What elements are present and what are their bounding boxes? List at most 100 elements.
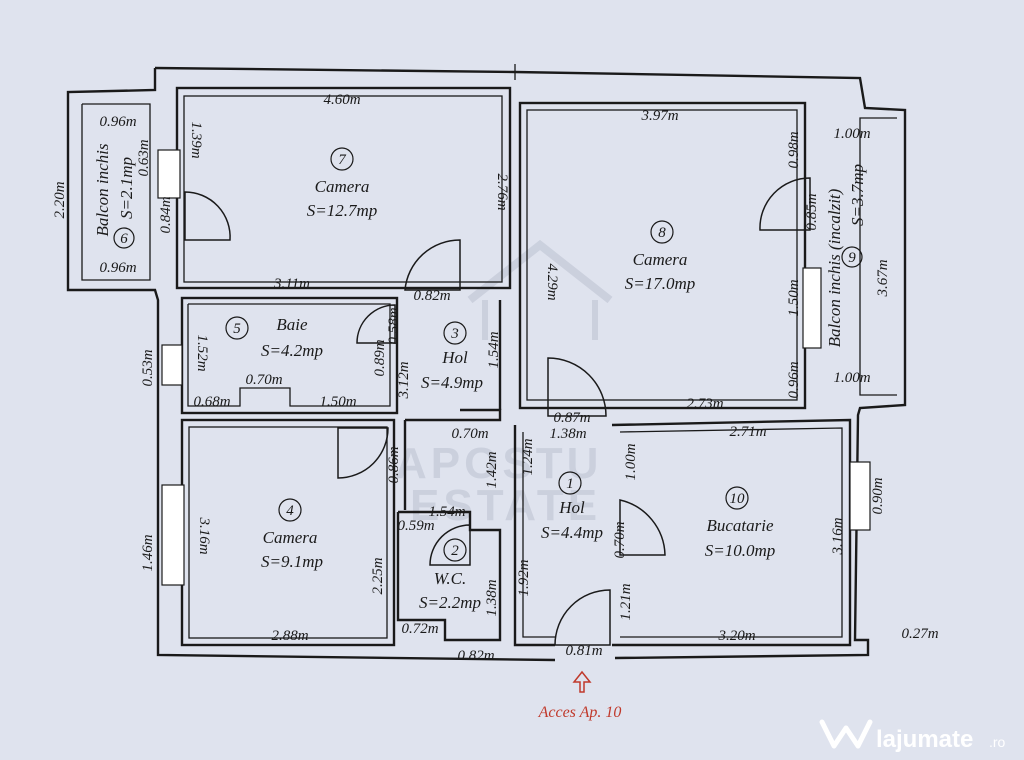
dim-label: 1.39m (188, 121, 204, 158)
room-area: S=12.7mp (307, 201, 378, 220)
room-area: S=2.1mp (117, 157, 136, 219)
dim-label: 0.82m (413, 288, 450, 304)
dim-label: 0.87m (553, 410, 590, 426)
watermark: APOSTU ESTATE (395, 239, 613, 530)
dim-label: 1.54m (486, 331, 502, 368)
dim-label: 3.67m (875, 259, 891, 297)
room-name: Baie (276, 315, 308, 334)
dim-label: 2.25m (370, 557, 386, 594)
dim-label: 0.70m (451, 426, 488, 442)
room-7: 7 Camera S=12.7mp (307, 152, 378, 220)
room-name: Bucatarie (706, 516, 773, 535)
room-area: S=10.0mp (705, 541, 776, 560)
dim-label: 1.50m (319, 394, 356, 410)
room-area: S=3.7mp (848, 164, 867, 226)
dim-label: 0.58m (386, 307, 402, 344)
room-area: S=4.9mp (421, 373, 483, 392)
watermark-line1: APOSTU (395, 439, 602, 488)
dim-label: 0.70m (612, 521, 628, 558)
room-name: W.C. (434, 569, 466, 588)
dim-label: 0.72m (401, 621, 438, 637)
watermark-roof-icon (467, 239, 613, 304)
dim-label: 0.27m (901, 626, 938, 642)
dim-label: 1.00m (623, 443, 639, 480)
access-label: Acces Ap. 10 (538, 704, 622, 721)
dim-label: 0.96m (99, 114, 136, 130)
dim-label: 1.42m (484, 451, 500, 488)
up-arrow-icon (572, 670, 592, 693)
room-name: Balcon inchis (incalzit) (825, 188, 844, 347)
dim-label: 2.71m (729, 424, 766, 440)
door-swing-6 (184, 191, 231, 241)
room-name: Camera (633, 250, 688, 269)
room-area: S=17.0mp (625, 274, 696, 293)
dim-label: 0.63m (136, 139, 152, 176)
room-2: 2 W.C. S=2.2mp (419, 543, 481, 612)
access-marker: Acces Ap. 10 (538, 670, 622, 721)
dim-label: 1.46m (140, 534, 156, 571)
dim-label: 1.38m (484, 579, 500, 616)
door-swing-entrance (554, 589, 611, 646)
dim-label: 0.81m (565, 643, 602, 659)
room-number: 8 (658, 225, 666, 241)
dim-label: 1.00m (833, 370, 870, 386)
dim-label: 0.86m (386, 446, 402, 483)
room-area: S=4.2mp (261, 341, 323, 360)
dim-label: 0.98m (786, 131, 802, 168)
room-name: Camera (263, 528, 318, 547)
window-bath (161, 344, 183, 386)
dim-label: 4.60m (323, 92, 360, 108)
room-10: 10 Bucatarie S=10.0mp (705, 491, 776, 560)
dimension-labels: 4.60m 3.97m 0.96m 1.39m 0.63m 0.84m 0.96… (52, 92, 939, 664)
room-number: 6 (120, 231, 128, 247)
door-swing-8 (547, 357, 607, 417)
logo-name: lajumate (876, 726, 973, 753)
door-swing-10 (619, 499, 666, 556)
room-number: 7 (338, 152, 347, 168)
logo-tld: .ro (989, 734, 1006, 750)
door-swing-4 (337, 427, 389, 479)
window-balcony-6 (157, 149, 181, 199)
room-5: 5 Baie S=4.2mp (233, 315, 323, 360)
window-room-4 (161, 484, 185, 586)
dim-label: 1.54m (428, 504, 465, 520)
room-area: S=9.1mp (261, 552, 323, 571)
room-9: 9 Balcon inchis (incalzit) S=3.7mp (825, 164, 867, 347)
room-3: 3 Hol S=4.9mp (421, 326, 483, 392)
dim-label: 0.53m (140, 349, 156, 386)
windows (157, 149, 871, 586)
room-1: 1 Hol S=4.4mp (541, 476, 603, 542)
dim-label: 1.00m (833, 126, 870, 142)
dim-label: 3.20m (717, 628, 755, 644)
watermark-walls-icon (482, 300, 598, 340)
dim-label: 2.20m (52, 181, 68, 218)
dim-label: 0.68m (193, 394, 230, 410)
dim-label: 2.73m (686, 396, 723, 412)
dim-label: 0.82m (457, 648, 494, 664)
dim-label: 3.16m (196, 516, 212, 554)
dim-label: 1.24m (520, 438, 536, 475)
room-8: 8 Camera S=17.0mp (625, 225, 696, 293)
door-swing-9 (759, 177, 811, 231)
dim-label: 0.59m (397, 518, 434, 534)
room-number: 5 (233, 321, 241, 337)
room-number: 3 (450, 326, 459, 342)
dim-label: 1.21m (618, 583, 634, 620)
room-area: S=4.4mp (541, 523, 603, 542)
dim-label: 3.11m (273, 276, 310, 292)
window-balcony-9 (802, 267, 822, 349)
room-4: 4 Camera S=9.1mp (261, 503, 323, 571)
room-number: 10 (730, 491, 746, 507)
door-swing-3 (404, 239, 461, 291)
room-name: Balcon inchis (93, 143, 112, 236)
dim-label: 0.90m (870, 477, 886, 514)
doors (184, 177, 811, 646)
room-number: 1 (566, 476, 574, 492)
outer-walls (66, 64, 907, 662)
dim-label: 2.76m (494, 173, 510, 210)
room-6: 6 Balcon inchis S=2.1mp (93, 143, 136, 247)
room-number-circles (113, 147, 863, 562)
door-swing-5 (356, 304, 396, 344)
dim-label: 2.88m (271, 628, 308, 644)
dim-label: 3.97m (640, 108, 678, 124)
